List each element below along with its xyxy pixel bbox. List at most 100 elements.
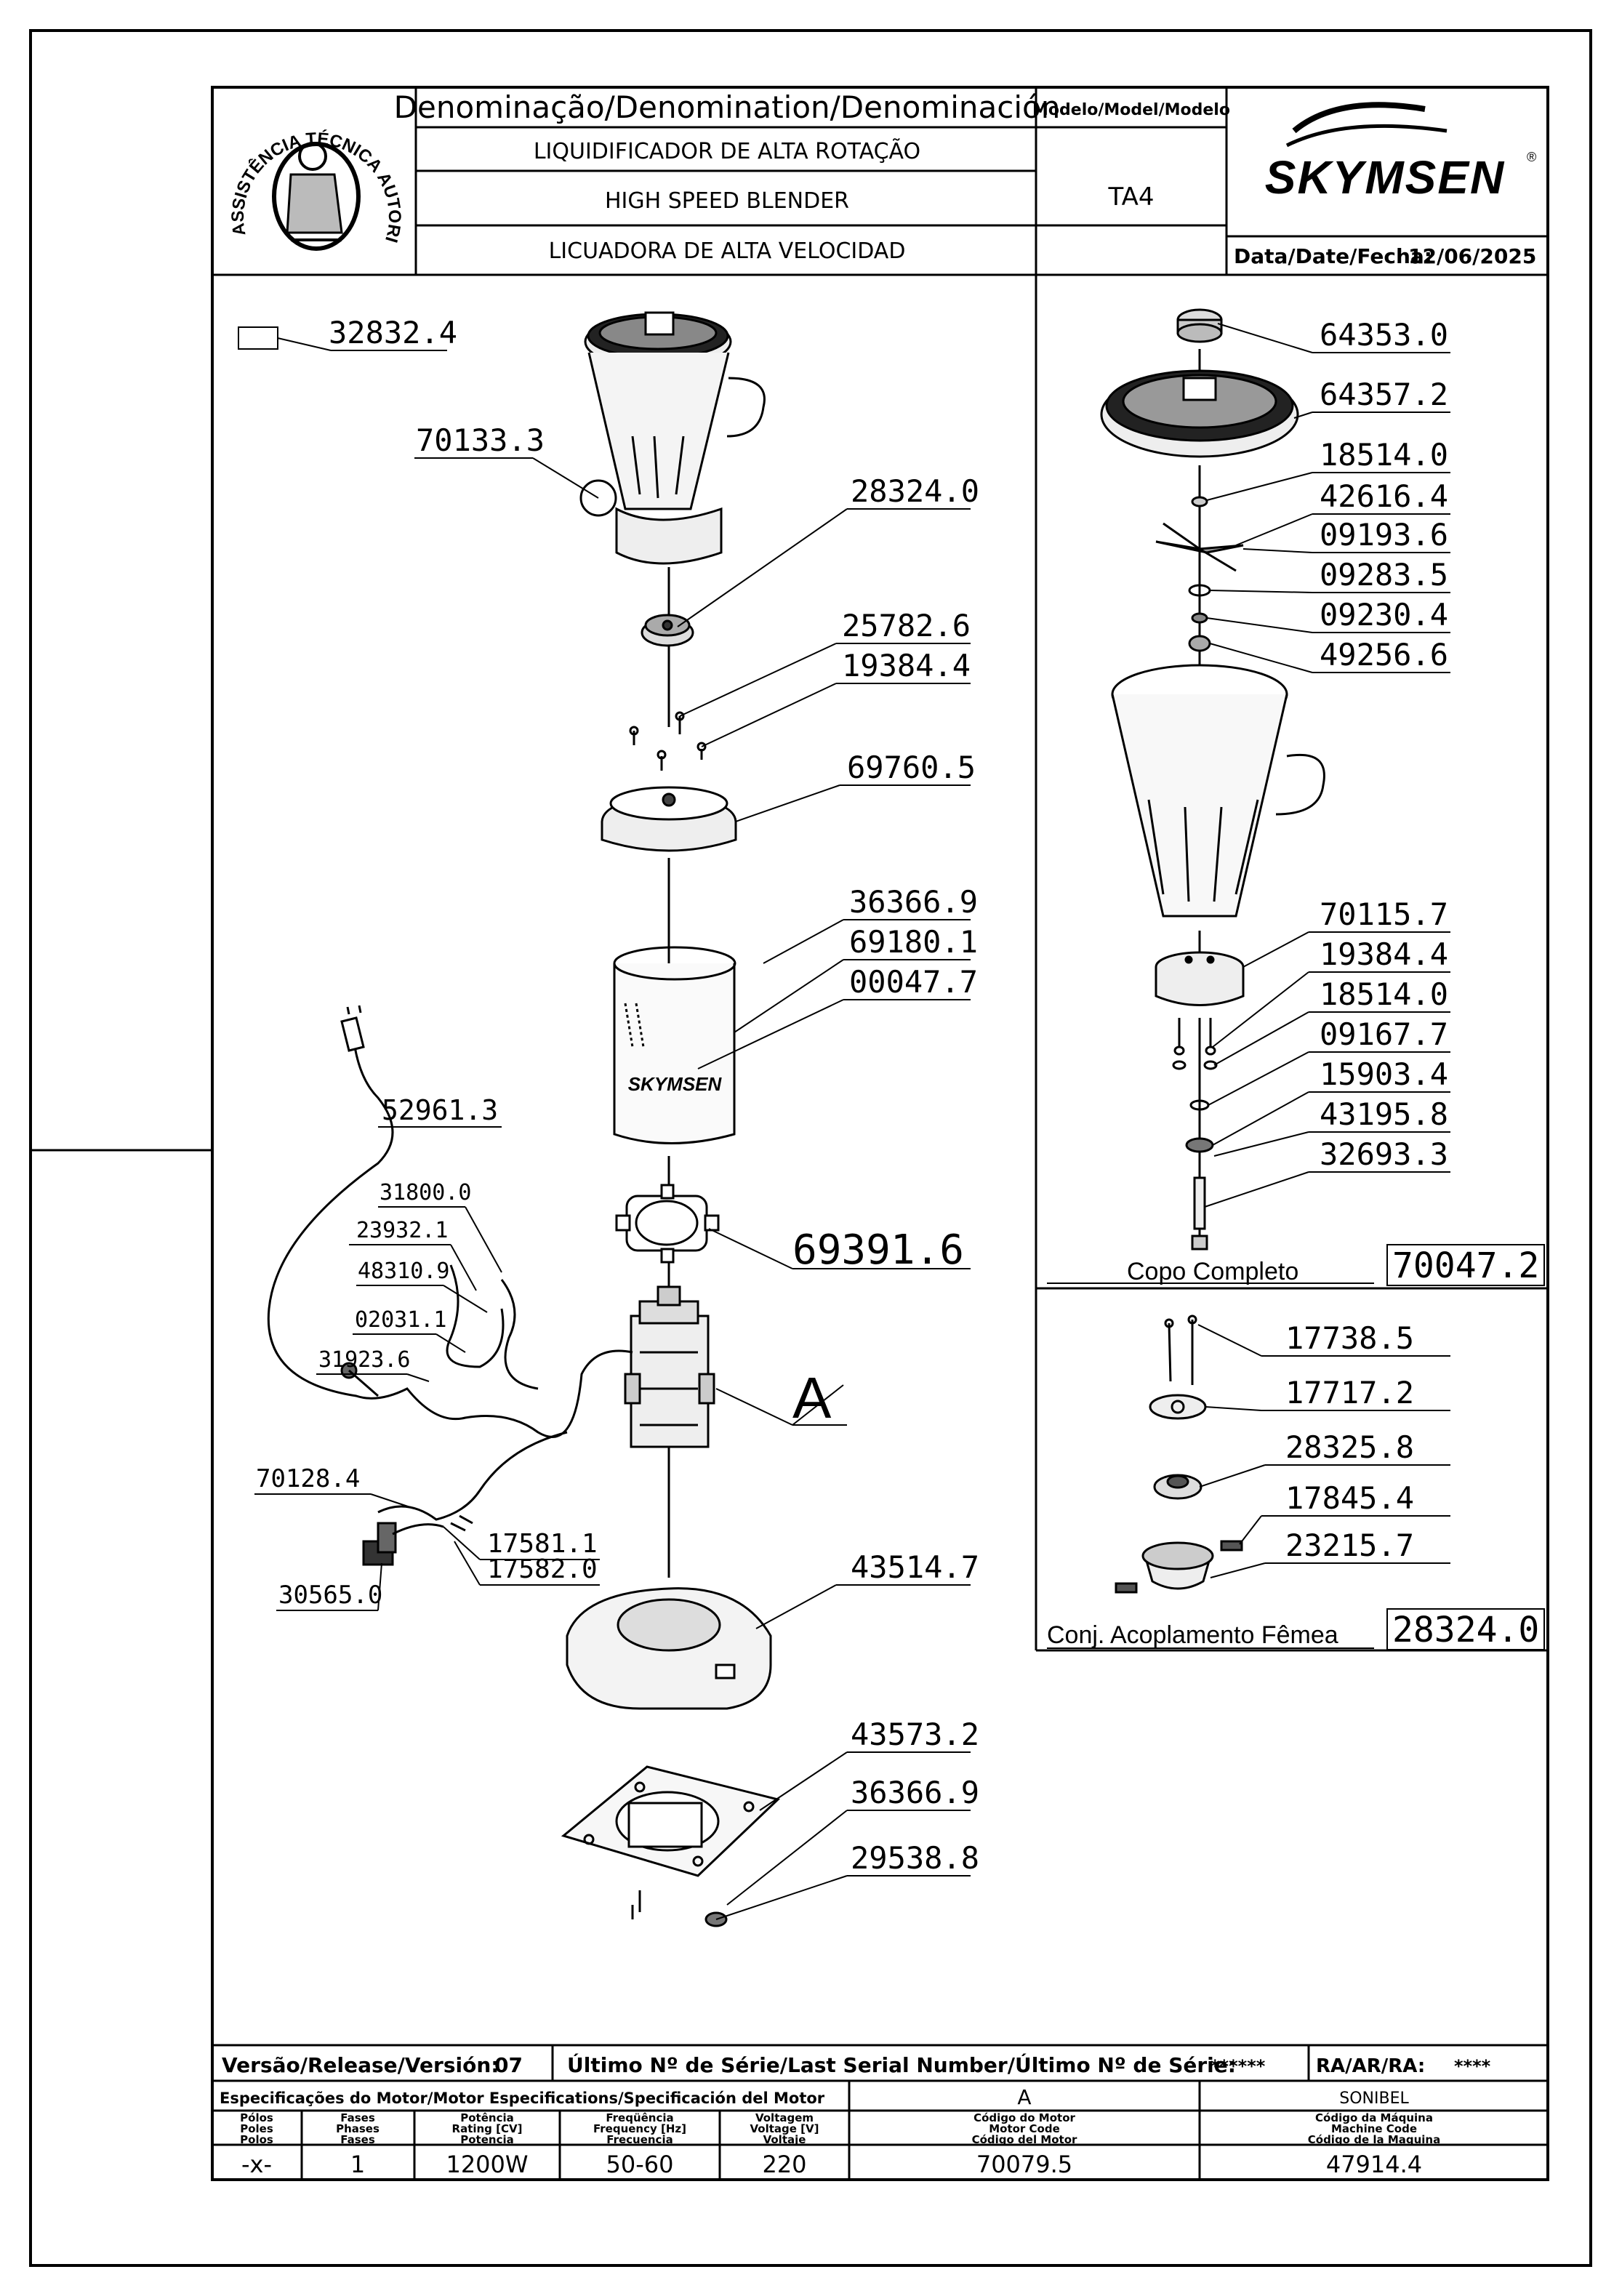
- svg-text:Fases: Fases: [340, 2111, 375, 2124]
- motor-letter: A: [1017, 2085, 1031, 2109]
- manufacturer: SONIBEL: [1339, 2090, 1409, 2108]
- label-31800: 31800.0: [380, 1180, 471, 1205]
- exploded-view-cup: [1100, 308, 1325, 1251]
- label-17582: 17582.0: [487, 1554, 598, 1584]
- label-32693: 32693.3: [1320, 1136, 1448, 1172]
- svg-text:Potência: Potência: [460, 2111, 513, 2124]
- brand-name: SKYMSEN: [1265, 151, 1506, 204]
- denomination-label: Denominação/Denomination/Denominación: [394, 89, 1061, 125]
- label-17581: 17581.1: [487, 1529, 598, 1559]
- phases-value: 1: [350, 2151, 365, 2178]
- manual-icon: [238, 326, 278, 350]
- label-30565: 30565.0: [278, 1581, 382, 1610]
- label-09167: 09167.7: [1320, 1016, 1448, 1052]
- label-cup-18514: 18514.0: [1320, 976, 1448, 1012]
- svg-text:Machine Code: Machine Code: [1331, 2122, 1417, 2135]
- coupling-assembly-label: Conj. Acoplamento Fêmea: [1047, 1621, 1338, 1649]
- exploded-view-main: SKYMSEN: [267, 311, 781, 1927]
- label-23215: 23215.7: [1285, 1528, 1414, 1563]
- label-cup-19384: 19384.4: [1320, 936, 1448, 972]
- label-69760: 69760.5: [847, 750, 976, 785]
- product-name-en: HIGH SPEED BLENDER: [605, 188, 849, 214]
- label-17738: 17738.5: [1285, 1320, 1414, 1356]
- label-64357: 64357.2: [1320, 377, 1448, 412]
- label-19384: 19384.4: [842, 648, 971, 683]
- label-09230: 09230.4: [1320, 597, 1448, 633]
- outer-frame: [29, 29, 1592, 2267]
- svg-text:Polos: Polos: [240, 2133, 273, 2146]
- brand-logo: SKYMSEN ®: [1265, 102, 1536, 204]
- label-49256: 49256.6: [1320, 637, 1448, 673]
- label-15903: 15903.4: [1320, 1056, 1448, 1092]
- label-69391: 69391.6: [792, 1227, 964, 1274]
- label-09283: 09283.5: [1320, 557, 1448, 593]
- label-52961: 52961.3: [382, 1094, 498, 1126]
- product-name-es: LICUADORA DE ALTA VELOCIDAD: [549, 238, 906, 264]
- motor-spec-label: Especificações do Motor/Motor Especifica…: [220, 2090, 825, 2107]
- label-17717: 17717.2: [1285, 1375, 1414, 1410]
- version-label: Versão/Release/Versión:: [222, 2053, 499, 2077]
- power-value: 1200W: [446, 2151, 528, 2178]
- main-border: [211, 86, 1549, 2181]
- label-43195: 43195.8: [1320, 1096, 1448, 1132]
- svg-text:Frecuencia: Frecuencia: [606, 2133, 673, 2146]
- label-29538: 29538.8: [851, 1840, 979, 1876]
- version-value: 07: [494, 2053, 523, 2077]
- svg-text:Poles: Poles: [240, 2122, 273, 2135]
- authorized-service-seal: ASSISTÊNCIA TÉCNICA AUTORIZADA: [0, 0, 404, 251]
- svg-text:Pólos: Pólos: [240, 2111, 273, 2124]
- poles-value: -x-: [241, 2151, 272, 2178]
- label-09193: 09193.6: [1320, 517, 1448, 553]
- label-43514: 43514.7: [851, 1549, 979, 1585]
- svg-text:SKYMSEN: SKYMSEN: [628, 1073, 723, 1095]
- label-18514: 18514.0: [1320, 437, 1448, 473]
- svg-text:Voltaje: Voltaje: [763, 2133, 806, 2146]
- svg-text:Fases: Fases: [340, 2133, 375, 2146]
- svg-text:Código do Motor: Código do Motor: [973, 2111, 1075, 2124]
- footer-table: [212, 2044, 1548, 2180]
- svg-text:Rating [CV]: Rating [CV]: [452, 2122, 523, 2135]
- leader-lines: [238, 323, 1545, 1920]
- svg-text:Código de la Maquina: Código de la Maquina: [1308, 2133, 1440, 2146]
- serial-label: Último Nº de Série/Last Serial Number/Úl…: [567, 2052, 1236, 2077]
- label-motor-ref: A: [792, 1365, 832, 1430]
- ra-value: ****: [1454, 2056, 1491, 2076]
- svg-text:Frequency [Hz]: Frequency [Hz]: [593, 2122, 686, 2135]
- label-36366b: 36366.9: [851, 1775, 979, 1810]
- label-70115: 70115.7: [1320, 896, 1448, 932]
- svg-text:Voltagem: Voltagem: [755, 2111, 814, 2124]
- motor-code-value: 70079.5: [976, 2151, 1072, 2178]
- svg-text:®: ®: [1527, 150, 1536, 164]
- label-23932: 23932.1: [356, 1218, 448, 1243]
- voltage-value: 220: [762, 2151, 806, 2178]
- label-28325: 28325.8: [1285, 1429, 1414, 1465]
- label-36366: 36366.9: [849, 884, 978, 920]
- label-43573: 43573.2: [851, 1717, 979, 1752]
- footer-text: Versão/Release/Versión: 07 Último Nº de …: [220, 2052, 1491, 2178]
- frequency-value: 50-60: [606, 2151, 674, 2178]
- label-32832: 32832.4: [329, 315, 457, 350]
- model-value: TA4: [1107, 182, 1154, 212]
- svg-text:Phases: Phases: [336, 2122, 380, 2135]
- svg-text:Potencia: Potencia: [460, 2133, 513, 2146]
- label-28324: 28324.0: [851, 473, 979, 509]
- date-value: 12/06/2025: [1408, 244, 1536, 268]
- model-label: Modelo/Model/Modelo: [1032, 101, 1230, 119]
- svg-text:ASSISTÊNCIA TÉCNICA AUTORIZADA: ASSISTÊNCIA TÉCNICA AUTORIZADA: [0, 0, 404, 245]
- exploded-view-coupling: [1115, 1314, 1243, 1594]
- label-00047: 00047.7: [849, 964, 978, 1000]
- part-labels: 32832.4 70133.3 28324.0 25782.6 19384.4 …: [256, 315, 1539, 1876]
- coupling-assembly-code: 28324.0: [1392, 1610, 1539, 1650]
- product-name-pt: LIQUIDIFICADOR DE ALTA ROTAÇÃO: [534, 138, 920, 164]
- svg-text:Motor Code: Motor Code: [989, 2122, 1060, 2135]
- label-64353: 64353.0: [1320, 317, 1448, 353]
- label-25782: 25782.6: [842, 608, 971, 643]
- label-31923: 31923.6: [318, 1347, 410, 1373]
- svg-text:Código da Máquina: Código da Máquina: [1315, 2111, 1433, 2124]
- title-block: [212, 87, 1548, 276]
- serial-value: ******: [1211, 2056, 1266, 2076]
- label-70128: 70128.4: [256, 1464, 360, 1493]
- label-42616: 42616.4: [1320, 478, 1448, 514]
- cup-assembly-label: Copo Completo: [1127, 1258, 1298, 1285]
